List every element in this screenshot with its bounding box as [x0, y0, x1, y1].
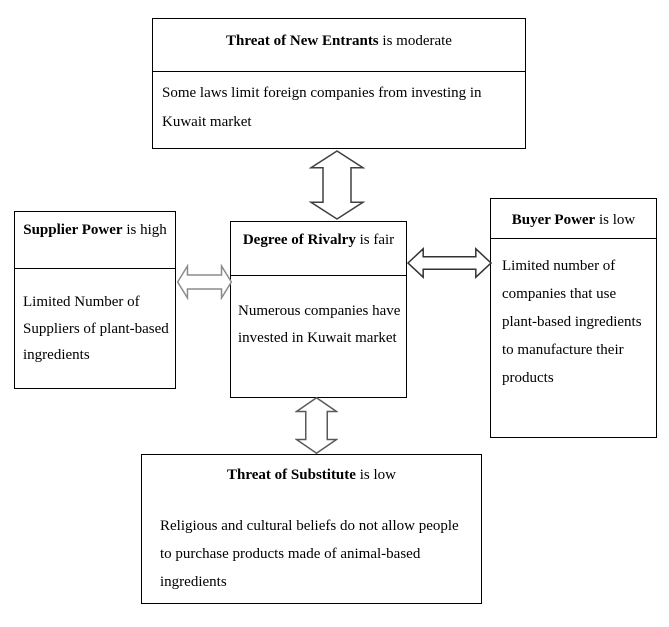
box-threat-of-new-entrants: Threat of New Entrants is moderate Some …: [152, 18, 526, 149]
box-title: Threat of New Entrants is moderate: [153, 19, 525, 72]
double-arrow-horizontal-icon: [407, 247, 492, 279]
double-arrow-vertical-icon: [309, 150, 365, 220]
box-title-bold: Threat of Substitute: [227, 467, 356, 483]
box-title-bold: Degree of Rivalry: [242, 232, 356, 248]
box-title: Degree of Rivalry is fair: [231, 222, 406, 276]
box-title: Buyer Power is low: [491, 199, 656, 239]
box-buyer-power: Buyer Power is low Limited number of com…: [490, 198, 657, 438]
box-title-tail: is fair: [355, 232, 395, 248]
box-title: Threat of Substitute is low: [142, 455, 481, 488]
box-title-tail: is high: [122, 222, 167, 238]
box-title-tail: is moderate: [378, 33, 452, 49]
box-body: Religious and cultural beliefs do not al…: [160, 518, 459, 590]
box-title-tail: is low: [355, 467, 396, 483]
box-body: Numerous companies have invested in Kuwa…: [238, 303, 401, 346]
box-title-bold: Threat of New Entrants: [226, 33, 379, 49]
box-title-tail: is low: [595, 212, 636, 228]
box-body: Some laws limit foreign companies from i…: [162, 85, 482, 130]
box-threat-of-substitute: Threat of Substitute is low Religious an…: [141, 454, 482, 604]
box-title: Supplier Power is high: [15, 212, 175, 269]
double-arrow-vertical-icon: [295, 397, 338, 454]
double-arrow-horizontal-icon: [177, 264, 232, 300]
box-body: Limited number of companies that use pla…: [502, 258, 642, 386]
box-title-bold: Buyer Power: [511, 212, 596, 228]
box-title-bold: Supplier Power: [23, 222, 123, 238]
box-degree-of-rivalry: Degree of Rivalry is fair Numerous compa…: [230, 221, 407, 398]
box-body: Limited Number of Suppliers of plant-bas…: [23, 294, 169, 363]
box-supplier-power: Supplier Power is high Limited Number of…: [14, 211, 176, 389]
